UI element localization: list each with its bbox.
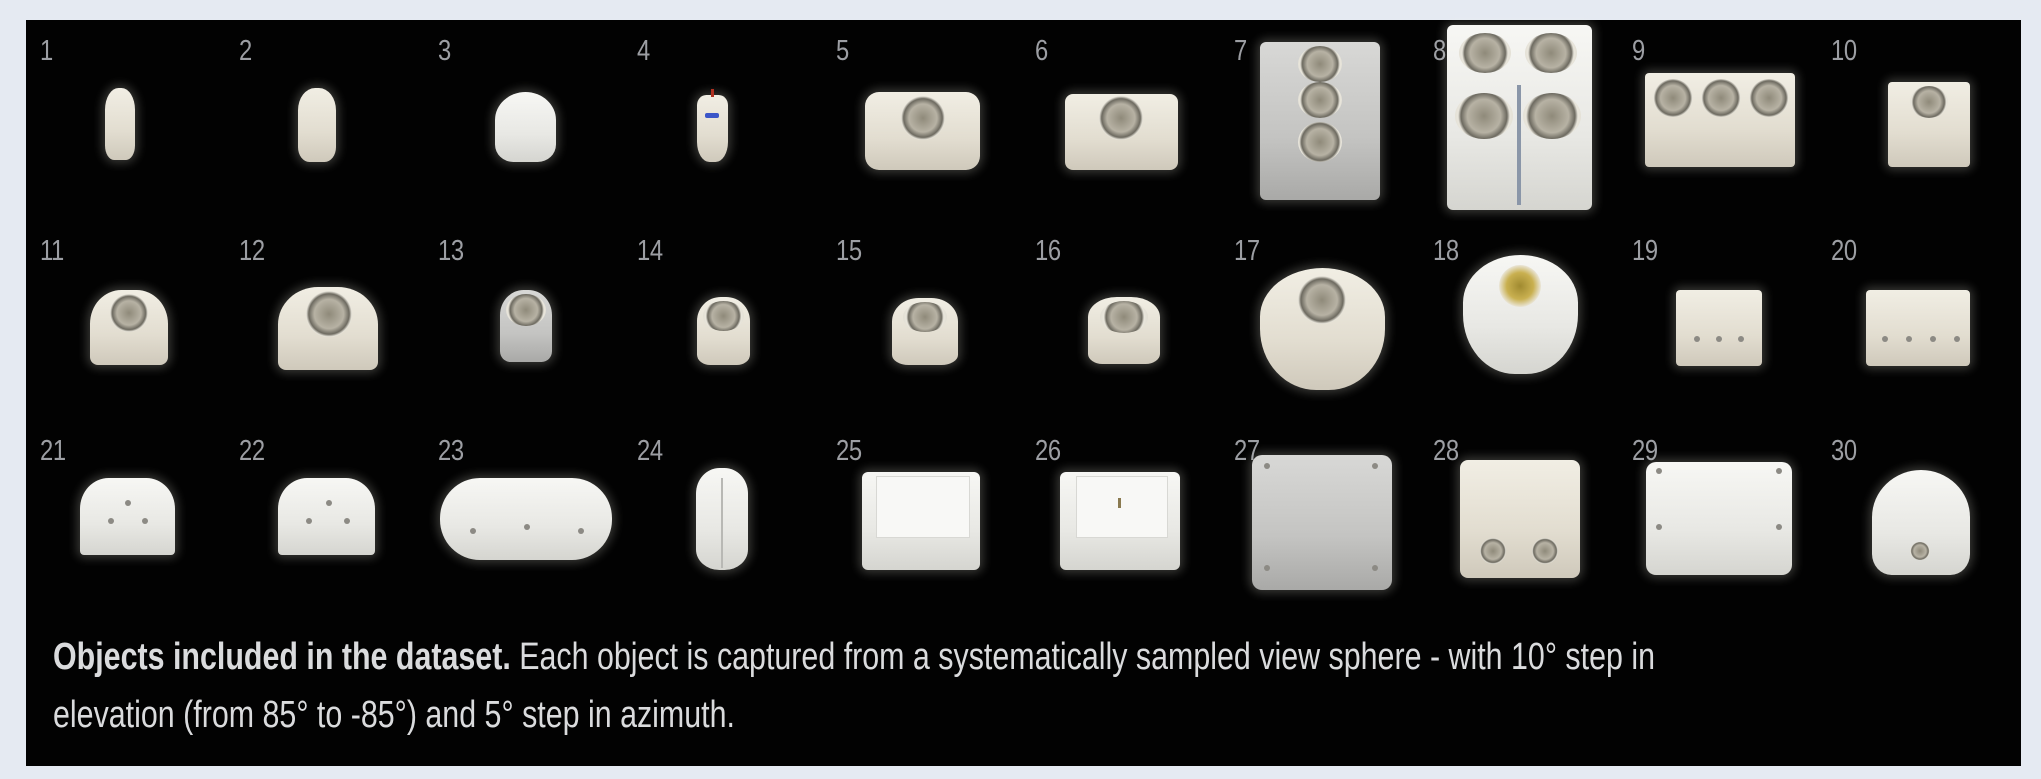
caption-line-1: Objects included in the dataset. Each ob… [53,628,1655,686]
object-label: 26 [1035,435,1061,467]
object-12-lampholder [278,287,378,370]
object-7-fuse-block-triple [1260,42,1380,200]
object-label: 22 [239,435,265,467]
object-label: 29 [1632,435,1658,467]
object-label: 13 [438,235,464,267]
object-label: 30 [1831,435,1857,467]
object-label: 7 [1234,35,1247,67]
object-2-fuse-cap [298,88,336,162]
object-label: 11 [40,235,64,267]
object-21-socket-adapter [80,478,175,555]
object-20-plug-adapter-quad [1866,290,1970,366]
object-label: 6 [1035,35,1048,67]
object-label: 25 [836,435,862,467]
caption-line-2: elevation (from 85° to -85°) and 5° step… [53,694,735,736]
object-18-ceiling-lampholder [1463,255,1578,374]
object-label: 19 [1632,235,1658,267]
object-29-junction-box [1646,462,1792,575]
object-23-triple-socket-adapter [440,478,612,560]
object-label: 9 [1632,35,1645,67]
object-17-ceiling-lampholder [1260,268,1385,390]
object-15-lampholder [892,298,958,365]
object-28-junction-box [1460,460,1580,578]
object-label: 2 [239,35,252,67]
object-label: 15 [836,235,862,267]
object-label: 24 [637,435,663,467]
object-14-lampholder [697,297,750,365]
object-8-fuse-block-quad [1447,25,1592,210]
object-22-socket-adapter [278,478,375,555]
object-label: 3 [438,35,451,67]
object-19-plug-adapter-triple [1676,290,1762,366]
object-label: 1 [40,35,53,67]
object-5-fuse-holder [865,92,980,170]
object-16-lampholder [1088,297,1160,364]
object-label: 23 [438,435,464,467]
object-27-junction-box [1252,455,1392,590]
object-30-round-junction-box [1872,470,1970,575]
object-13-lampholder [500,290,552,362]
object-label: 14 [637,235,663,267]
object-label: 28 [1433,435,1459,467]
object-11-lampholder [90,290,168,365]
object-10-fuse-rail-single [1888,82,1970,167]
figure-panel: 1 2 3 4 5 6 7 8 9 10 11 12 13 14 15 16 1… [26,20,2021,766]
object-4-fuse [697,89,728,162]
figure-caption: Objects included in the dataset. Each ob… [53,628,1655,744]
object-3-fuse-cap [495,92,556,162]
object-label: 17 [1234,235,1260,267]
caption-bold-title: Objects included in the dataset. [53,636,511,678]
object-label: 16 [1035,235,1061,267]
object-label: 4 [637,35,650,67]
object-6-fuse-holder [1065,94,1178,170]
object-label: 12 [239,235,265,267]
object-label: 8 [1433,35,1446,67]
object-label: 5 [836,35,849,67]
object-25-wall-switch [862,472,980,570]
object-label: 18 [1433,235,1459,267]
object-label: 21 [40,435,66,467]
object-26-wall-switch [1060,472,1180,570]
object-24-cylinder-adapter [696,468,748,570]
object-9-fuse-rail-triple [1645,73,1795,167]
object-1-fuse-cap [105,88,135,160]
object-label: 20 [1831,235,1857,267]
object-label: 10 [1831,35,1857,67]
caption-text: Each object is captured from a systemati… [510,636,1656,678]
